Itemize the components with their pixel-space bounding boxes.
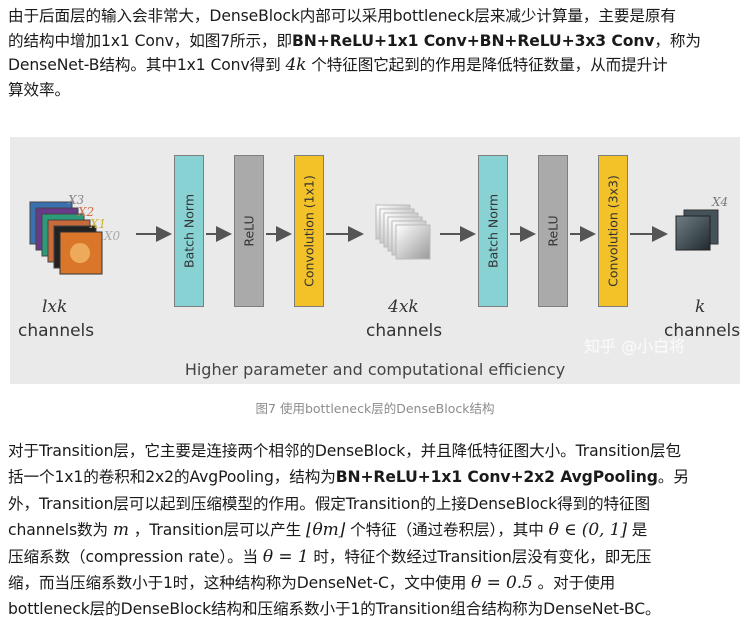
paragraph-line: 的结构中增加1x1 Conv，如图7所示，即BN+ReLU+1x1 Conv+B…: [8, 29, 746, 54]
batch-norm-block-2: Batch Norm: [478, 155, 508, 307]
zhihu-watermark: 知乎 @小白将: [584, 337, 686, 356]
paragraph-line: DenseNet-B结构。其中1x1 Conv得到 4k 个特征图它起到的作用是…: [8, 53, 746, 78]
text-span: 由于后面层的输入会非常大，DenseBlock内部可以采用bottleneck层…: [8, 7, 676, 25]
output-feature-map: [675, 209, 719, 251]
conv-1x1-block: Convolution (1x1): [294, 155, 324, 307]
math-formula: 4k: [285, 55, 307, 75]
math-formula: ⌊θm⌋: [306, 520, 346, 541]
block-label: ReLU: [241, 215, 257, 247]
stack-label-x3: X3: [68, 193, 85, 207]
math-formula: θ = 1: [262, 546, 309, 567]
transition-paragraph: 对于Transition层，它主要是连接两个相邻的DenseBlock，并且降低…: [8, 438, 746, 623]
mid-feature-stack: [375, 204, 431, 260]
input-channels-label: channels: [18, 321, 95, 341]
block-label: ReLU: [545, 215, 561, 247]
stack-label-x1: X1: [90, 217, 107, 231]
bold-structure-text: BN+ReLU+1x1 Conv+BN+ReLU+3x3 Conv: [292, 31, 655, 50]
efficiency-caption: Higher parameter and computational effic…: [184, 360, 566, 379]
text-span: ，Transition层可以产生: [128, 521, 306, 540]
batch-norm-block-1: Batch Norm: [174, 155, 204, 307]
math-formula: m: [112, 520, 129, 541]
text-span: 个特征（通过卷积层），其中: [345, 521, 549, 540]
conv-3x3-block: Convolution (3x3): [598, 155, 628, 307]
text-span: DenseNet-B结构。其中1x1 Conv得到: [8, 56, 286, 74]
diagram-graphics: [29, 201, 719, 275]
paragraph-line: 外，Transition层可以起到压缩模型的作用。假定Transition的上接…: [8, 491, 746, 517]
block-label: Convolution (1x1): [301, 175, 317, 287]
paragraph-line: 由于后面层的输入会非常大，DenseBlock内部可以采用bottleneck层…: [8, 4, 746, 29]
math-formula: θ = 0.5: [471, 573, 533, 594]
input-size-label: lxk: [42, 297, 68, 317]
text-span: 外，Transition层可以起到压缩模型的作用。假定Transition的上接…: [8, 494, 651, 513]
bottleneck-paragraph: 由于后面层的输入会非常大，DenseBlock内部可以采用bottleneck层…: [8, 4, 746, 102]
text-span: bottleneck层的DenseBlock结构和压缩系数小于1的Transit…: [8, 600, 661, 619]
paragraph-line: 算效率。: [8, 78, 746, 103]
mid-channels-label: channels: [366, 321, 443, 341]
figure-caption: 图7 使用bottleneck层的DenseBlock结构: [255, 401, 495, 416]
text-span: 括一个1x1的卷积和2x2的AvgPooling，结构为: [8, 468, 336, 487]
mid-size-label: 4xk: [388, 297, 419, 317]
text-span: 是: [626, 521, 648, 540]
stack-label-x0: X0: [104, 229, 121, 243]
input-feature-stack: [29, 201, 103, 275]
text-span: channels数为: [8, 521, 113, 540]
text-span: ，称为: [654, 31, 701, 50]
paragraph-line: channels数为 m ，Transition层可以产生 ⌊θm⌋ 个特征（通…: [8, 517, 746, 543]
text-span: 。对于使用: [532, 574, 616, 593]
block-label: Convolution (3x3): [605, 175, 621, 287]
output-label-x4: X4: [712, 195, 729, 209]
block-label: Batch Norm: [485, 194, 501, 268]
text-span: 压缩系数（compression rate）。当: [8, 547, 263, 566]
paragraph-line: 压缩系数（compression rate）。当 θ = 1 时，特征个数经过T…: [8, 544, 746, 570]
text-span: 算效率。: [8, 80, 70, 99]
text-span: 。另: [657, 468, 689, 487]
block-label: Batch Norm: [181, 194, 197, 268]
output-channels-label: channels: [664, 321, 741, 341]
text-span: 时，特征个数经过Transition层没有变化，即无压: [308, 547, 652, 566]
text-span: 对于Transition层，它主要是连接两个相邻的DenseBlock，并且降低…: [8, 442, 682, 460]
text-span: 个特征图它起到的作用是降低特征数量，从而提升计: [306, 56, 668, 74]
bottleneck-diagram: Batch Norm ReLU Convolution (1x1) Batch …: [10, 137, 740, 384]
paragraph-line: 括一个1x1的卷积和2x2的AvgPooling，结构为BN+ReLU+1x1 …: [8, 464, 746, 490]
bold-structure-text: BN+ReLU+1x1 Conv+2x2 AvgPooling: [335, 468, 658, 487]
paragraph-line: 对于Transition层，它主要是连接两个相邻的DenseBlock，并且降低…: [8, 438, 746, 464]
paragraph-line: bottleneck层的DenseBlock结构和压缩系数小于1的Transit…: [8, 596, 746, 622]
relu-block-1: ReLU: [234, 155, 264, 307]
stack-label-x2: X2: [78, 205, 95, 219]
paragraph-line: 缩，而当压缩系数小于1时，这种结构称为DenseNet-C，文中使用 θ = 0…: [8, 570, 746, 596]
text-span: 的结构中增加1x1 Conv，如图7所示，即: [8, 31, 293, 50]
output-size-label: k: [695, 297, 706, 317]
text-span: 缩，而当压缩系数小于1时，这种结构称为DenseNet-C，文中使用: [8, 574, 472, 593]
math-formula: θ ∈ (0, 1]: [548, 520, 627, 541]
relu-block-2: ReLU: [538, 155, 568, 307]
